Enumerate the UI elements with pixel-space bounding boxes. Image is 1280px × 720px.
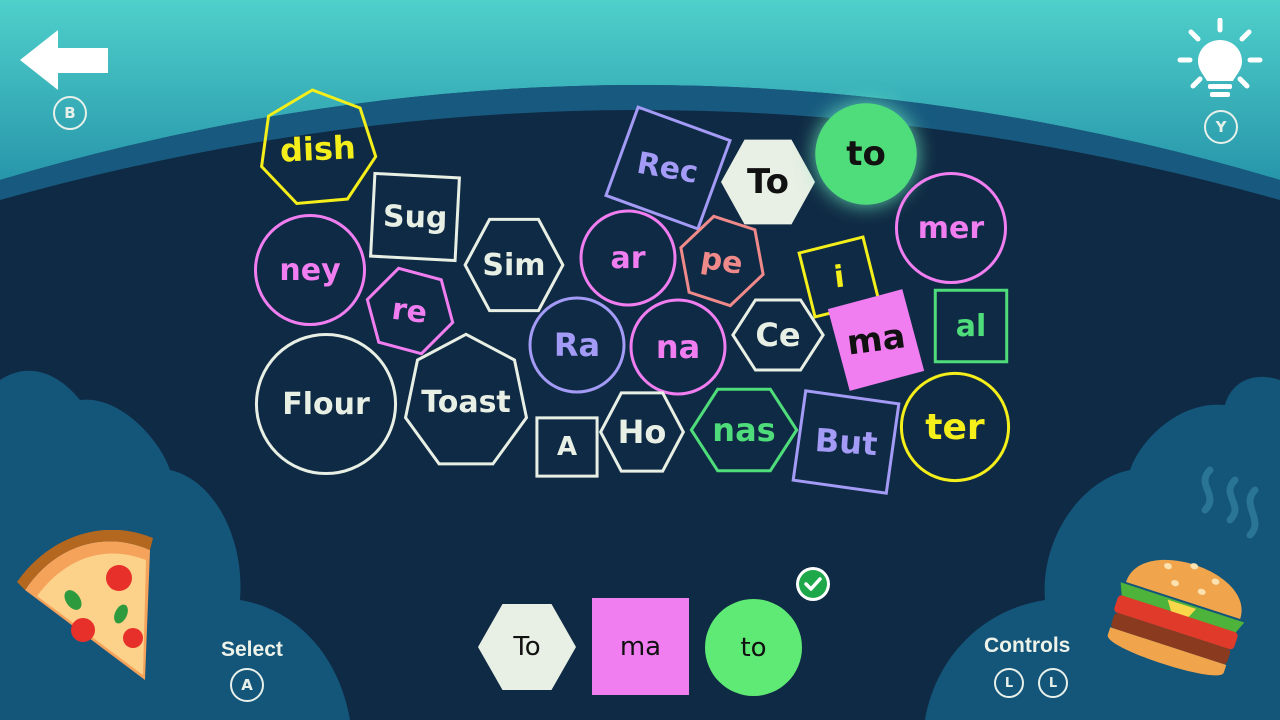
tile-text: Toast <box>421 385 511 420</box>
tile-text: nas <box>712 411 776 449</box>
select-control[interactable]: Select A <box>215 634 305 709</box>
tile-text: ter <box>925 406 985 448</box>
circle-shape <box>628 297 728 397</box>
circle-shape <box>578 208 678 308</box>
hexagon-shape <box>721 139 815 225</box>
answer-slot-2[interactable]: ma <box>592 598 689 695</box>
select-label: Select <box>221 638 283 661</box>
tile-na[interactable]: na <box>628 297 728 397</box>
tile-text: Ho <box>617 413 667 451</box>
square-shape <box>368 171 462 264</box>
tile-nas[interactable]: nas <box>688 380 800 480</box>
answer-slot-1[interactable]: To <box>478 604 576 690</box>
tile-ma[interactable]: ma <box>825 286 927 394</box>
circle-shape <box>252 212 368 328</box>
tile-text: But <box>813 420 879 464</box>
steam-lines <box>1201 466 1259 539</box>
tile-toast[interactable]: Toast <box>400 330 532 475</box>
tile-al[interactable]: al <box>933 288 1009 364</box>
tile-ho[interactable]: Ho <box>598 384 686 480</box>
tile-text: na <box>655 328 701 366</box>
tile-text: mer <box>917 210 985 246</box>
heptagon-shape <box>400 330 532 475</box>
tile-dish[interactable]: dish <box>250 81 385 216</box>
circle-shape <box>252 330 400 478</box>
tile-sug[interactable]: Sug <box>368 171 462 264</box>
tile-mer[interactable]: mer <box>893 170 1009 286</box>
controls-hint[interactable]: Controls L L <box>980 632 1090 707</box>
hexagon-shape <box>730 292 826 378</box>
hexagon-shape <box>352 253 467 368</box>
y-button-badge: Y <box>1204 110 1238 144</box>
tile-flour[interactable]: Flour <box>252 330 400 478</box>
tile-a[interactable]: A <box>535 416 599 478</box>
tile-text: ar <box>610 240 646 276</box>
square-shape <box>535 416 599 478</box>
a-button-badge: A <box>230 668 264 702</box>
top-band <box>0 0 1280 180</box>
answer-slot-3[interactable]: to <box>705 599 802 696</box>
tile-text: Flour <box>282 386 370 422</box>
square-shape <box>827 289 925 391</box>
circle-shape <box>815 103 917 205</box>
square-shape <box>790 388 902 497</box>
tile-text: ma <box>844 316 908 364</box>
answer-slot-text: ma <box>619 631 662 662</box>
tile-text: to <box>846 134 886 174</box>
tile-text: dish <box>278 127 357 170</box>
controls-label: Controls <box>984 634 1071 657</box>
answer-slot-text: to <box>740 632 767 663</box>
l-stick-badge-1: L <box>994 668 1024 698</box>
tile-text: Sim <box>482 247 546 283</box>
tile-text: pe <box>698 240 746 282</box>
tile-text: A <box>556 432 578 462</box>
hexagon-shape <box>663 200 781 322</box>
tile-ter[interactable]: ter <box>898 370 1012 484</box>
burger-icon <box>1107 559 1245 676</box>
hexagon-shape <box>598 384 686 480</box>
back-button[interactable]: B <box>18 28 113 130</box>
hexagon-shape <box>462 209 566 321</box>
tile-text: To <box>746 162 790 202</box>
tile-but[interactable]: But <box>790 388 902 497</box>
answer-slot-text: To <box>513 632 541 662</box>
pizza-slice-icon <box>17 530 153 680</box>
b-button-badge: B <box>53 96 87 130</box>
l-stick-badge-2: L <box>1038 668 1068 698</box>
hint-button[interactable]: Y <box>1175 18 1265 148</box>
tile-rec[interactable]: Rec <box>602 103 734 233</box>
tile-ra[interactable]: Ra <box>527 295 627 395</box>
tile-text: re <box>390 291 430 331</box>
hexagon-shape <box>688 380 800 480</box>
back-arrow-icon <box>20 30 108 90</box>
tile-text: al <box>955 308 987 344</box>
circle-shape <box>527 295 627 395</box>
checkmark-icon <box>796 567 830 601</box>
tile-re[interactable]: re <box>352 253 467 368</box>
lightbulb-icon <box>1177 18 1263 97</box>
circle-shape <box>893 170 1009 286</box>
square-shape <box>933 288 1009 364</box>
tile-text: Ra <box>553 326 601 364</box>
tile-ney[interactable]: ney <box>252 212 368 328</box>
tile-text: ney <box>279 252 341 288</box>
tile-text: Ce <box>755 316 801 354</box>
tile-sim[interactable]: Sim <box>462 209 566 321</box>
tile-text: Sug <box>382 198 448 236</box>
heptagon-shape <box>250 81 385 216</box>
tile-to[interactable]: To <box>718 130 818 234</box>
tile-ce[interactable]: Ce <box>730 292 826 378</box>
hexagon-shape <box>478 604 576 690</box>
square-shape <box>602 103 734 233</box>
circle-shape <box>898 370 1012 484</box>
tile-pe[interactable]: pe <box>663 200 781 322</box>
tile-to[interactable]: to <box>812 100 920 208</box>
tile-ar[interactable]: ar <box>578 208 678 308</box>
